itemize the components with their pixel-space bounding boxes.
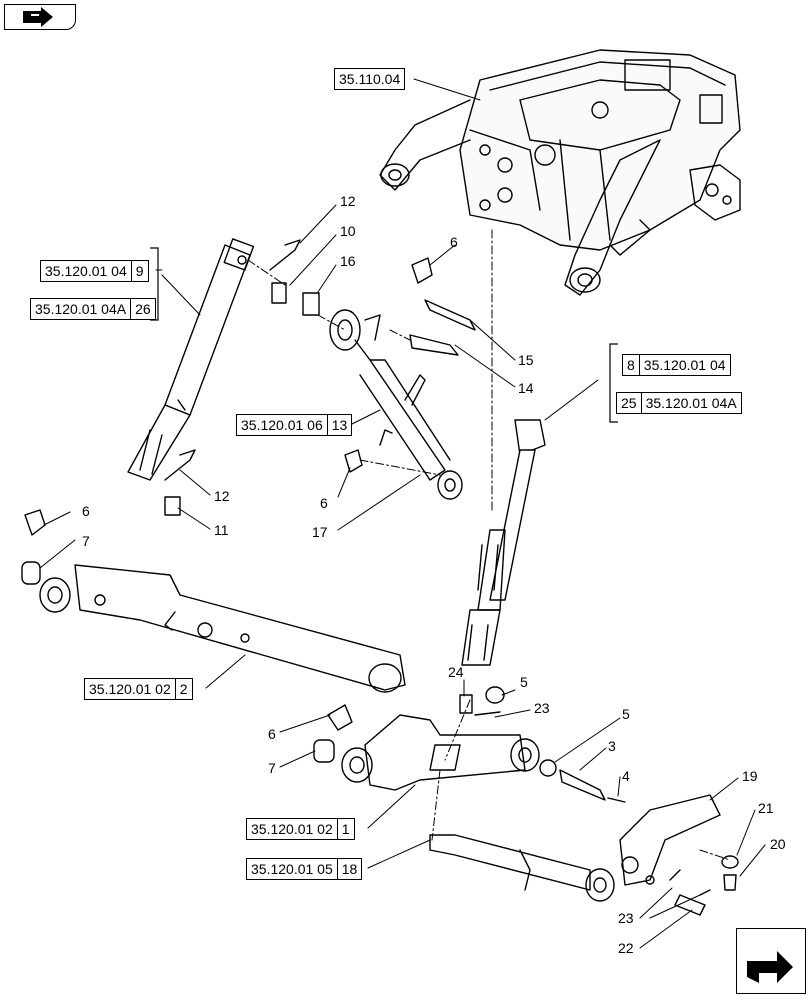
left-lift-rod: [127, 238, 255, 481]
callout-16: 16: [340, 253, 356, 269]
callout-6: 6: [450, 234, 458, 250]
callout-20: 20: [770, 836, 786, 852]
callout-7: 7: [268, 760, 276, 776]
callout-23: 23: [618, 910, 634, 926]
ref-35-120-01-05-item18[interactable]: 35.120.01 05 18: [246, 858, 363, 880]
ref-item-number: 1: [337, 818, 355, 840]
callout-7: 7: [82, 533, 90, 549]
ref-item-number: 25: [616, 392, 642, 414]
ref-code: 35.120.01 02: [246, 818, 338, 840]
callout-6: 6: [82, 503, 90, 519]
callout-11: 11: [214, 522, 229, 538]
callout-4: 4: [622, 768, 630, 784]
callout-12: 12: [214, 488, 230, 504]
next-page-button[interactable]: [736, 928, 806, 994]
ref-35-120-01-04-item9[interactable]: 35.120.01 04 9: [40, 260, 149, 282]
ref-code: 35.120.01 04: [40, 260, 132, 282]
left-lower-link: [39, 564, 406, 693]
ref-code: 35.120.01 04: [639, 354, 731, 376]
callout-17: 17: [312, 524, 328, 540]
ref-item-number: 8: [622, 354, 640, 376]
ref-code: 35.120.01 05: [246, 858, 338, 880]
ref-item-number: 26: [131, 298, 156, 320]
ref-35-110-04[interactable]: 35.110.04: [334, 68, 406, 90]
ref-item-number: 18: [337, 858, 363, 880]
back-arrow-icon: [23, 7, 53, 27]
callout-6: 6: [268, 726, 276, 742]
ref-35-120-01-04A-item26[interactable]: 35.120.01 04A 26: [30, 298, 156, 320]
right-lower-link: [341, 714, 540, 791]
callout-6: 6: [320, 495, 328, 511]
callout-24: 24: [448, 664, 464, 680]
ref-35-120-01-02-item2[interactable]: 35.120.01 02 2: [84, 678, 193, 700]
ref-35-120-01-04A-item25[interactable]: 25 35.120.01 04A: [616, 392, 742, 414]
back-button[interactable]: [4, 4, 76, 30]
stabilizer: [429, 834, 615, 902]
callout-12: 12: [340, 193, 356, 209]
ref-item-number: 9: [131, 260, 149, 282]
ref-item-number: 2: [175, 678, 193, 700]
ref-code: 35.120.01 04A: [30, 298, 132, 320]
callout-5: 5: [520, 674, 528, 690]
ref-code: 35.110.04: [334, 68, 406, 90]
ref-code: 35.120.01 06: [236, 414, 328, 436]
ref-35-120-01-02-item1[interactable]: 35.120.01 02 1: [246, 818, 355, 840]
ref-code: 35.120.01 04A: [641, 392, 742, 414]
right-lift-rod: [461, 419, 546, 666]
callout-15: 15: [518, 352, 534, 368]
callout-3: 3: [608, 738, 616, 754]
ref-35-120-01-04-item8[interactable]: 8 35.120.01 04: [622, 354, 731, 376]
ref-code: 35.120.01 02: [84, 678, 176, 700]
callout-5: 5: [622, 706, 630, 722]
next-page-arrow-icon: [747, 951, 793, 983]
ref-35-120-01-06-item13[interactable]: 35.120.01 06 13: [236, 414, 353, 436]
callout-19: 19: [742, 768, 758, 784]
callout-10: 10: [340, 223, 356, 239]
ref-item-number: 13: [327, 414, 353, 436]
top-link: [329, 309, 463, 500]
lift-housing-assembly: [379, 49, 741, 296]
bracket: [619, 794, 721, 886]
callout-21: 21: [758, 800, 774, 816]
callout-23: 23: [534, 700, 550, 716]
callout-22: 22: [618, 940, 634, 956]
callout-14: 14: [518, 380, 534, 396]
